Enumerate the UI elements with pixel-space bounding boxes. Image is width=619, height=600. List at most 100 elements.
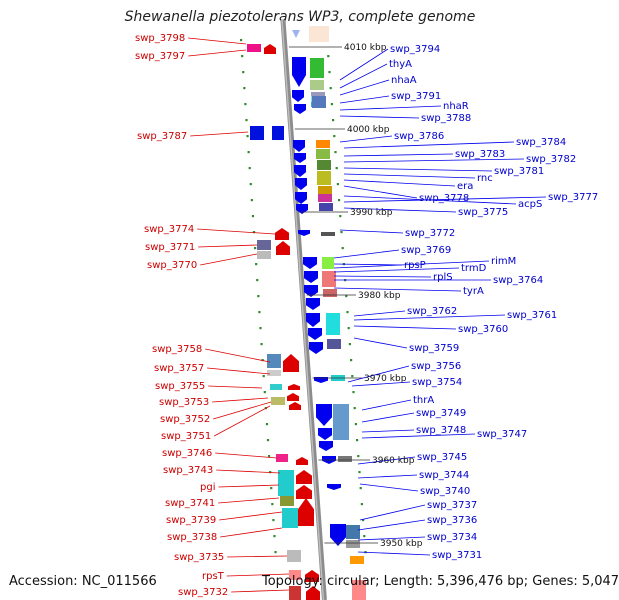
left-leader-line — [200, 253, 258, 266]
tick-dot — [351, 375, 354, 378]
right-leader-line — [353, 310, 406, 317]
left-gene-label: swp_3771 — [145, 242, 195, 253]
reverse-gene-arrow — [316, 404, 332, 426]
tick-dot — [340, 231, 343, 234]
left-gene-label: swp_3746 — [162, 448, 212, 459]
right-leader-line — [343, 141, 515, 149]
tick-dot — [333, 135, 336, 138]
tick-dot — [357, 455, 360, 458]
reverse-gene-arrow — [304, 271, 318, 283]
right-leader-line — [333, 287, 462, 292]
forward-gene-arrow — [287, 393, 299, 401]
tick-dot — [354, 423, 357, 426]
forward-gene-arrow — [296, 457, 308, 465]
forward-gene-arrow — [296, 470, 312, 484]
left-leader-line — [188, 49, 247, 57]
right-gene-label: acpS — [518, 199, 542, 210]
right-gene-label: swp_3791 — [391, 91, 441, 102]
tick-dot — [273, 535, 276, 538]
tick-dot — [327, 55, 330, 58]
right-leader-line — [343, 179, 456, 187]
right-gene-label: rimM — [491, 256, 516, 267]
left-leader-line — [220, 527, 283, 538]
tick-dot — [338, 199, 341, 202]
right-leader-line — [361, 412, 415, 423]
gene-tile — [352, 580, 366, 600]
gene-tile — [271, 397, 285, 405]
right-leader-line — [361, 429, 415, 433]
kbp-label: 4010 kbp — [344, 43, 387, 53]
gene-tile — [287, 550, 301, 562]
left-leader-line — [207, 367, 271, 375]
reverse-gene-arrow — [294, 153, 306, 163]
tick-dot — [261, 359, 264, 362]
tick-dot — [360, 503, 363, 506]
reverse-gene-arrow — [295, 178, 307, 190]
tick-dot — [262, 375, 265, 378]
reverse-gene-arrow — [293, 140, 305, 152]
tick-dot — [248, 167, 251, 170]
left-gene-label: rpsT — [202, 571, 225, 582]
tick-dot — [346, 311, 349, 314]
right-leader-line — [339, 63, 388, 89]
gene-tile — [316, 149, 330, 159]
left-leader-line — [231, 589, 290, 593]
tick-dot — [362, 519, 365, 522]
right-leader-line — [343, 196, 547, 203]
reverse-gene-arrow — [327, 484, 341, 490]
tick-dot — [350, 359, 353, 362]
right-gene-label: swp_3762 — [407, 306, 457, 317]
gene-tile — [333, 404, 349, 440]
gene-tile — [321, 232, 335, 236]
left-leader-line — [216, 469, 281, 474]
left-leader-line — [215, 452, 278, 459]
tick-dot — [334, 151, 337, 154]
right-gene-label: rnc — [477, 173, 493, 184]
right-gene-label: swp_3747 — [477, 429, 527, 440]
gene-tile — [280, 496, 294, 506]
reverse-gene-arrow — [309, 342, 323, 354]
tick-dot — [359, 487, 362, 490]
tick-dot — [254, 247, 257, 250]
gene-tile — [250, 126, 264, 140]
tick-dot — [258, 311, 261, 314]
forward-gene-arrow — [288, 384, 300, 390]
tick-dot — [256, 279, 259, 282]
tick-dot — [269, 471, 272, 474]
forward-gene-arrow — [289, 402, 301, 410]
left-leader-line — [219, 511, 283, 521]
right-gene-label: swp_3777 — [548, 192, 598, 203]
tick-dot — [245, 119, 248, 122]
tick-dot — [335, 167, 338, 170]
gene-tile — [247, 44, 261, 52]
kbp-label: 3950 kbp — [380, 539, 423, 549]
kbp-label: 3980 kbp — [358, 291, 401, 301]
right-leader-line — [347, 365, 410, 383]
tick-dot — [265, 423, 269, 426]
reverse-gene-arrow — [319, 441, 333, 451]
tick-dot — [270, 487, 273, 490]
right-gene-label: thrA — [413, 395, 434, 406]
right-gene-label: swp_3745 — [417, 452, 467, 463]
kbp-label: 3970 kbp — [364, 374, 407, 384]
reverse-gene-arrow — [292, 57, 306, 87]
tick-dot — [240, 39, 243, 42]
gene-tile — [276, 454, 288, 462]
gene-tile — [323, 289, 337, 297]
right-gene-label: swp_3769 — [401, 245, 451, 256]
right-gene-label: swp_3784 — [516, 137, 566, 148]
right-leader-line — [333, 249, 400, 259]
right-leader-line — [361, 433, 476, 439]
right-gene-label: tyrA — [463, 286, 484, 297]
right-gene-label: swp_3759 — [409, 343, 459, 354]
gene-tile — [350, 556, 364, 564]
tick-dot — [266, 439, 270, 442]
left-leader-line — [208, 385, 263, 389]
right-leader-line — [333, 263, 403, 266]
right-gene-label: thyA — [389, 59, 412, 70]
right-leader-line — [357, 474, 418, 479]
right-gene-label: swp_3781 — [494, 166, 544, 177]
right-leader-line — [339, 105, 442, 111]
left-gene-label: swp_3774 — [144, 224, 194, 235]
right-gene-label: swp_3744 — [419, 470, 469, 481]
